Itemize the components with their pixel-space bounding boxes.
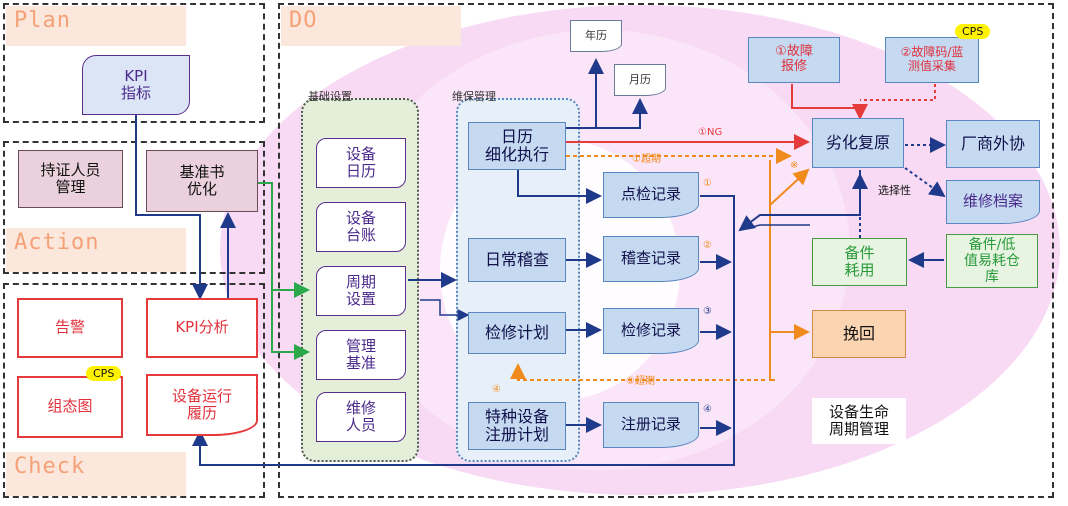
infrastructure-item-2[interactable]: 周期 设置 (316, 266, 406, 316)
fault-report-box[interactable]: ①故障 报修 (748, 37, 840, 83)
infrastructure-item-3[interactable]: 管理 基准 (316, 330, 406, 380)
year-calendar[interactable]: 年历 (570, 20, 622, 52)
spare-parts-usage-box[interactable]: 备件 耗用 (812, 238, 907, 286)
label-n2: ② (703, 240, 712, 251)
label-overdue5: ⑤超期 (626, 376, 655, 387)
audit-record[interactable]: 稽查记录 (603, 236, 699, 282)
register-record[interactable]: 注册记录 (603, 402, 699, 448)
section-action-label: Action (6, 228, 186, 272)
kpi-analysis-box[interactable]: KPI分析 (146, 298, 258, 358)
check-region (3, 283, 265, 498)
inspection-record[interactable]: 点检记录 (603, 172, 699, 218)
label-n4b: ④ (492, 384, 501, 395)
maintenance-title: 维保管理 (452, 90, 496, 103)
low-value-store-box[interactable]: 备件/低 值易耗仓 库 (946, 234, 1038, 288)
infrastructure-item-4[interactable]: 维修 人员 (316, 392, 406, 442)
fault-code-box[interactable]: ②故障码/蓝 测值采集 (885, 37, 979, 83)
daily-check-box[interactable]: 日常稽查 (468, 238, 566, 282)
section-do-label: DO (281, 6, 461, 46)
infrastructure-item-1[interactable]: 设备 台账 (316, 202, 406, 252)
label-n3: ③ (703, 306, 712, 317)
label-n4: ④ (703, 404, 712, 415)
config-diagram-box[interactable]: 组态图 (17, 376, 123, 438)
special-register-box[interactable]: 特种设备 注册计划 (468, 402, 566, 450)
kpi-indicator[interactable]: KPI 指标 (82, 55, 190, 115)
month-calendar[interactable]: 月历 (614, 64, 666, 96)
label-cross: ※ (790, 160, 799, 171)
plan-region (3, 3, 265, 123)
vendor-outsource-box[interactable]: 厂商外协 (946, 120, 1040, 168)
repair-archive-box[interactable]: 维修档案 (946, 180, 1040, 224)
calendar-exec-box[interactable]: 日历 细化执行 (468, 122, 566, 170)
section-plan-label: Plan (6, 6, 186, 46)
degradation-restore-box[interactable]: 劣化复原 (812, 118, 904, 168)
infrastructure-item-0[interactable]: 设备 日历 (316, 138, 406, 188)
section-check-label: Check (6, 452, 186, 496)
lifecycle-management[interactable]: 设备生命 周期管理 (812, 398, 906, 444)
action-region (3, 141, 265, 274)
label-n1: ① (703, 178, 712, 189)
run-history-box[interactable]: 设备运行 履历 (146, 374, 258, 436)
label-selectivity: 选择性 (878, 184, 911, 197)
cps-badge-check: CPS (86, 366, 122, 381)
benchmark-optimization[interactable]: 基准书 优化 (146, 150, 258, 212)
alarm-box[interactable]: 告警 (17, 298, 123, 358)
recover-box[interactable]: 挽回 (812, 310, 906, 358)
repair-plan-box[interactable]: 检修计划 (468, 312, 566, 354)
cps-badge-fault: CPS (955, 24, 991, 39)
label-overdue1: ①超期 (632, 154, 661, 165)
do-region (278, 3, 1054, 498)
infrastructure-title: 基础设置 (308, 90, 352, 103)
label-ng: ①NG (698, 127, 723, 138)
repair-record[interactable]: 检修记录 (603, 308, 699, 354)
certified-staff-management[interactable]: 持证人员 管理 (18, 150, 123, 208)
